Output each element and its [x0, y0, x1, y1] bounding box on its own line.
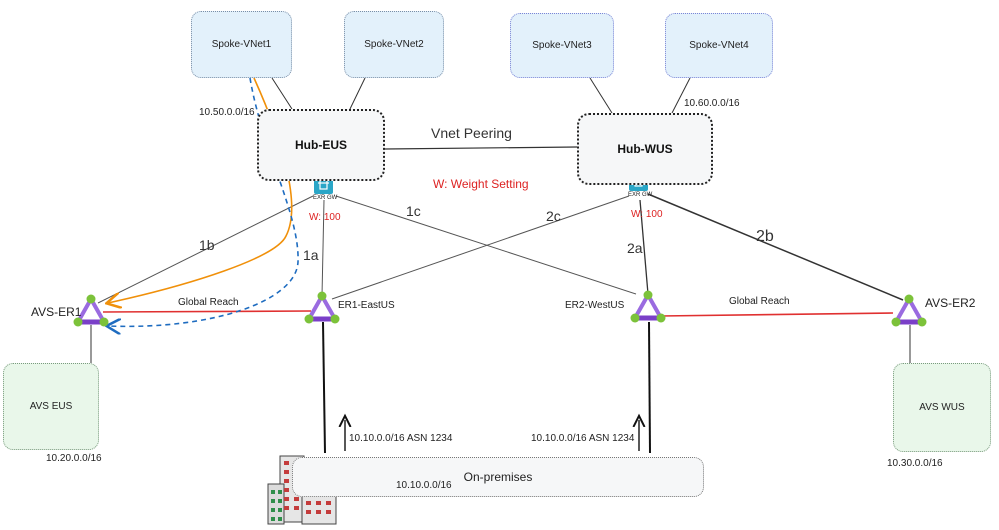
path-2b-line [647, 193, 904, 301]
onprem-cidr-label: 10.10.0.0/16 [396, 480, 452, 491]
er2-westus-label: ER2-WestUS [565, 300, 625, 311]
exr-gw-eus-label: EXR GW [313, 195, 338, 201]
link-spoke4-hub-wus [671, 77, 691, 114]
er2-westus-circuit-icon [630, 290, 666, 323]
spoke1-cidr-label: 10.50.0.0/16 [199, 107, 255, 118]
avs-er2-circuit-icon [891, 294, 927, 327]
hub-eus-label: Hub-EUS [295, 138, 347, 152]
path-1a-line [321, 199, 325, 297]
avs-er2-label: AVS-ER2 [925, 296, 976, 310]
er1-eastus-circuit-icon [304, 291, 340, 324]
path-2a-label: 2a [627, 240, 643, 256]
hub-wus-box: Hub-WUS [577, 113, 713, 185]
path-1c-line [335, 195, 637, 295]
global-reach-right-line [659, 312, 894, 317]
link-spoke3-hub-wus [589, 77, 613, 114]
path-1b-label: 1b [199, 237, 215, 253]
link-spoke1-hub-eus [271, 77, 293, 110]
er1-eastus-label: ER1-EastUS [338, 300, 395, 311]
vnet-peering-label: Vnet Peering [431, 125, 512, 141]
advertise-right-label: 10.10.0.0/16 ASN 1234 [531, 433, 635, 444]
onprem-link-er2 [648, 321, 651, 454]
path-1b-line [97, 195, 314, 304]
spoke-vnet2-box: Spoke-VNet2 [344, 11, 444, 78]
spoke-vnet3-label: Spoke-VNet3 [532, 40, 592, 51]
exr-gw-wus-label: EXR GW [628, 192, 653, 198]
avs-wus-cidr-label: 10.30.0.0/16 [887, 458, 943, 469]
path-1a-label: 1a [303, 247, 319, 263]
global-reach-right-label: Global Reach [729, 296, 790, 307]
blue-traffic-path [108, 77, 299, 326]
on-premises-box: On-premises [292, 457, 704, 497]
global-reach-left-line [102, 310, 312, 313]
spoke4-cidr-label: 10.60.0.0/16 [684, 98, 740, 109]
spoke-vnet2-label: Spoke-VNet2 [364, 39, 424, 50]
avs-er1-circuit-icon [73, 294, 109, 327]
hub-wus-label: Hub-WUS [617, 142, 673, 156]
vnet-peering-line [384, 146, 578, 150]
avs-eus-box: AVS EUS [3, 363, 99, 450]
path-1c-label: 1c [406, 203, 421, 219]
avs-wus-label: AVS WUS [919, 402, 965, 413]
on-premises-label: On-premises [463, 470, 533, 484]
weight-wus-label: W: 100 [631, 209, 663, 220]
advertise-left-label: 10.10.0.0/16 ASN 1234 [349, 433, 453, 444]
weight-setting-legend: W: Weight Setting [433, 177, 529, 191]
onprem-link-er1 [322, 321, 326, 454]
weight-eus-label: W: 100 [309, 212, 341, 223]
spoke-vnet1-box: Spoke-VNet1 [191, 11, 292, 78]
spoke-vnet4-label: Spoke-VNet4 [689, 40, 749, 51]
path-2b-label: 2b [756, 228, 774, 245]
avs-wus-box: AVS WUS [893, 363, 991, 452]
global-reach-left-label: Global Reach [178, 297, 239, 308]
hub-eus-box: Hub-EUS [257, 109, 385, 181]
avs-eus-cidr-label: 10.20.0.0/16 [46, 453, 102, 464]
path-2c-line [331, 195, 630, 300]
link-spoke2-hub-eus [349, 77, 366, 110]
avs-eus-label: AVS EUS [29, 401, 73, 412]
spoke-vnet1-label: Spoke-VNet1 [211, 39, 272, 50]
path-2c-label: 2c [546, 208, 561, 224]
path-2a-line [639, 199, 649, 295]
spoke-vnet3-box: Spoke-VNet3 [510, 13, 614, 78]
avs-er1-label: AVS-ER1 [31, 305, 82, 319]
spoke-vnet4-box: Spoke-VNet4 [665, 13, 773, 78]
